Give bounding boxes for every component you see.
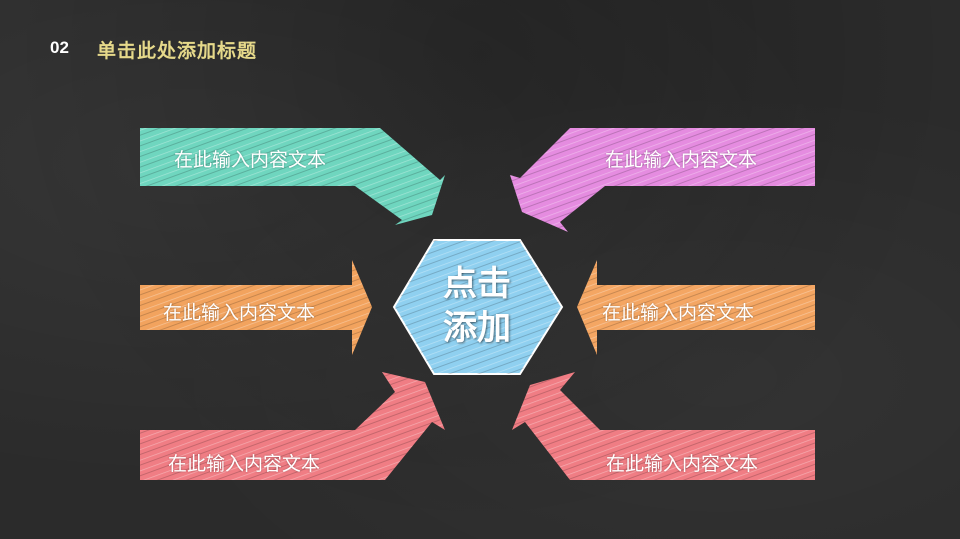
center-hexagon[interactable] bbox=[392, 239, 564, 375]
arrow-middle-left-label[interactable]: 在此输入内容文本 bbox=[163, 302, 316, 324]
arrow-top-right-label[interactable]: 在此输入内容文本 bbox=[605, 149, 758, 171]
arrow-top-right[interactable] bbox=[510, 128, 815, 232]
arrow-bottom-right-label[interactable]: 在此输入内容文本 bbox=[606, 453, 759, 475]
slide-number: 02 bbox=[50, 38, 69, 57]
arrow-top-left[interactable] bbox=[140, 128, 445, 225]
arrow-bottom-right[interactable] bbox=[512, 372, 815, 480]
arrow-top-left-label[interactable]: 在此输入内容文本 bbox=[174, 149, 327, 171]
arrow-middle-left[interactable] bbox=[140, 260, 372, 355]
center-label-line2: 添加 bbox=[443, 308, 511, 348]
arrow-middle-right-label[interactable]: 在此输入内容文本 bbox=[602, 302, 755, 324]
slide-title[interactable]: 单击此处添加标题 bbox=[97, 40, 258, 62]
center-label[interactable]: 点击 添加 bbox=[410, 262, 544, 350]
center-label-line1: 点击 bbox=[443, 264, 511, 304]
arrow-bottom-left-label[interactable]: 在此输入内容文本 bbox=[168, 453, 321, 475]
arrow-bottom-left[interactable] bbox=[140, 372, 445, 480]
arrow-middle-right[interactable] bbox=[577, 260, 815, 355]
